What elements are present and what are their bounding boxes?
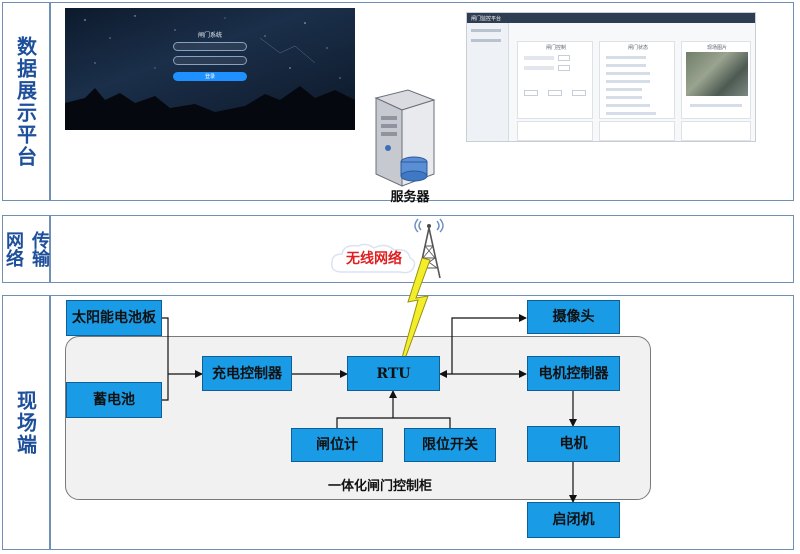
charge-controller-box: 充电控制器 bbox=[202, 356, 292, 391]
site-photo-panel-title: 现场图片 bbox=[706, 45, 727, 51]
server-label: 服务器 bbox=[390, 190, 430, 205]
login-button[interactable]: 登录 bbox=[173, 72, 247, 81]
gate-position-meter-box: 闸位计 bbox=[291, 428, 383, 462]
network-section-label: 网络 传输 bbox=[2, 215, 50, 283]
rtu-box: RTU bbox=[347, 356, 440, 391]
wireless-network-label: 无线网络 bbox=[346, 251, 402, 267]
antenna-tower-icon bbox=[414, 218, 444, 279]
dashboard-sidebar bbox=[467, 23, 509, 141]
login-screenshot: 闸门系统 登录 bbox=[65, 8, 355, 130]
username-field[interactable] bbox=[173, 42, 247, 51]
dashboard-screenshot: 闸门监控平台 闸门控制 闸门状态 现场图片 bbox=[466, 12, 756, 142]
gate-status-panel: 闸门状态 bbox=[599, 41, 675, 119]
camera-box: 摄像头 bbox=[527, 300, 620, 334]
starfield-illustration bbox=[65, 15, 355, 130]
motor-controller-box: 电机控制器 bbox=[527, 356, 620, 391]
display-section-label: 数据展示平台 bbox=[2, 2, 50, 201]
solar-panel-label: 太阳能电池板 bbox=[72, 310, 156, 326]
motor-box: 电机 bbox=[527, 426, 620, 462]
network-section-title-col1: 网络 bbox=[3, 231, 24, 267]
camera-label: 摄像头 bbox=[552, 309, 595, 325]
hoist-label: 启闭机 bbox=[552, 512, 595, 528]
server-icon bbox=[374, 89, 436, 187]
gate-position-meter-label: 闸位计 bbox=[316, 437, 358, 453]
gate-control-panel: 闸门控制 bbox=[517, 41, 593, 119]
solar-panel-box: 太阳能电池板 bbox=[66, 300, 162, 336]
limit-switch-label: 限位开关 bbox=[422, 437, 478, 453]
field-section-label: 现场端 bbox=[2, 295, 50, 550]
motor-label: 电机 bbox=[559, 436, 588, 452]
battery-box: 蓄电池 bbox=[66, 382, 162, 418]
hoist-box: 启闭机 bbox=[527, 502, 620, 538]
battery-label: 蓄电池 bbox=[93, 392, 135, 408]
display-section-title: 数据展示平台 bbox=[13, 35, 38, 168]
rtu-label: RTU bbox=[376, 365, 411, 382]
charge-controller-label: 充电控制器 bbox=[212, 365, 282, 382]
cloud-icon bbox=[330, 243, 416, 274]
cabinet-label: 一体化闸门控制柜 bbox=[327, 479, 432, 494]
password-field[interactable] bbox=[173, 56, 247, 65]
site-photo-image bbox=[686, 52, 748, 96]
gate-control-panel-title: 闸门控制 bbox=[545, 45, 566, 51]
limit-switch-box: 限位开关 bbox=[404, 428, 496, 462]
gate-status-panel-title: 闸门状态 bbox=[627, 45, 648, 51]
login-title: 闸门系统 bbox=[197, 32, 222, 39]
login-button-label: 登录 bbox=[204, 74, 215, 80]
field-section-title: 现场端 bbox=[13, 389, 38, 456]
network-section-title-col2: 传输 bbox=[29, 231, 50, 267]
dashboard-titlebar: 闸门监控平台 bbox=[467, 13, 755, 23]
site-photo-panel: 现场图片 bbox=[681, 41, 751, 119]
motor-controller-label: 电机控制器 bbox=[538, 365, 609, 382]
lightning-bolt-icon bbox=[401, 257, 431, 359]
dashboard-title: 闸门监控平台 bbox=[471, 16, 502, 22]
